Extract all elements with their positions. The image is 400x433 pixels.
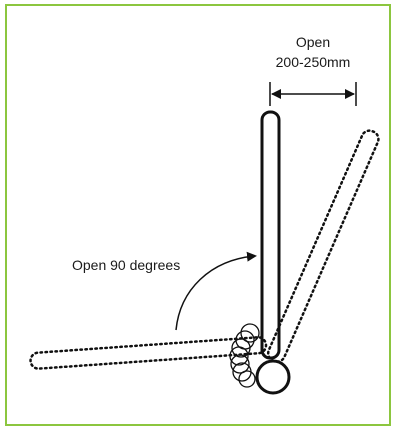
dimension-arrowhead-right [345, 89, 355, 99]
swing-trail [229, 323, 260, 388]
open-word-label: Open [296, 34, 330, 50]
hinge-pivot-circle [255, 359, 291, 395]
tilted-open-bar [266, 129, 380, 363]
closed-bar [260, 110, 281, 360]
opening-dimension [269, 82, 357, 106]
rotation-arrow [175, 251, 257, 331]
dimension-arrowhead-left [271, 89, 281, 99]
horizontal-open-bar [29, 336, 268, 370]
open-range-label: 200-250mm [276, 54, 351, 70]
open-angle-label: Open 90 degrees [72, 257, 180, 273]
